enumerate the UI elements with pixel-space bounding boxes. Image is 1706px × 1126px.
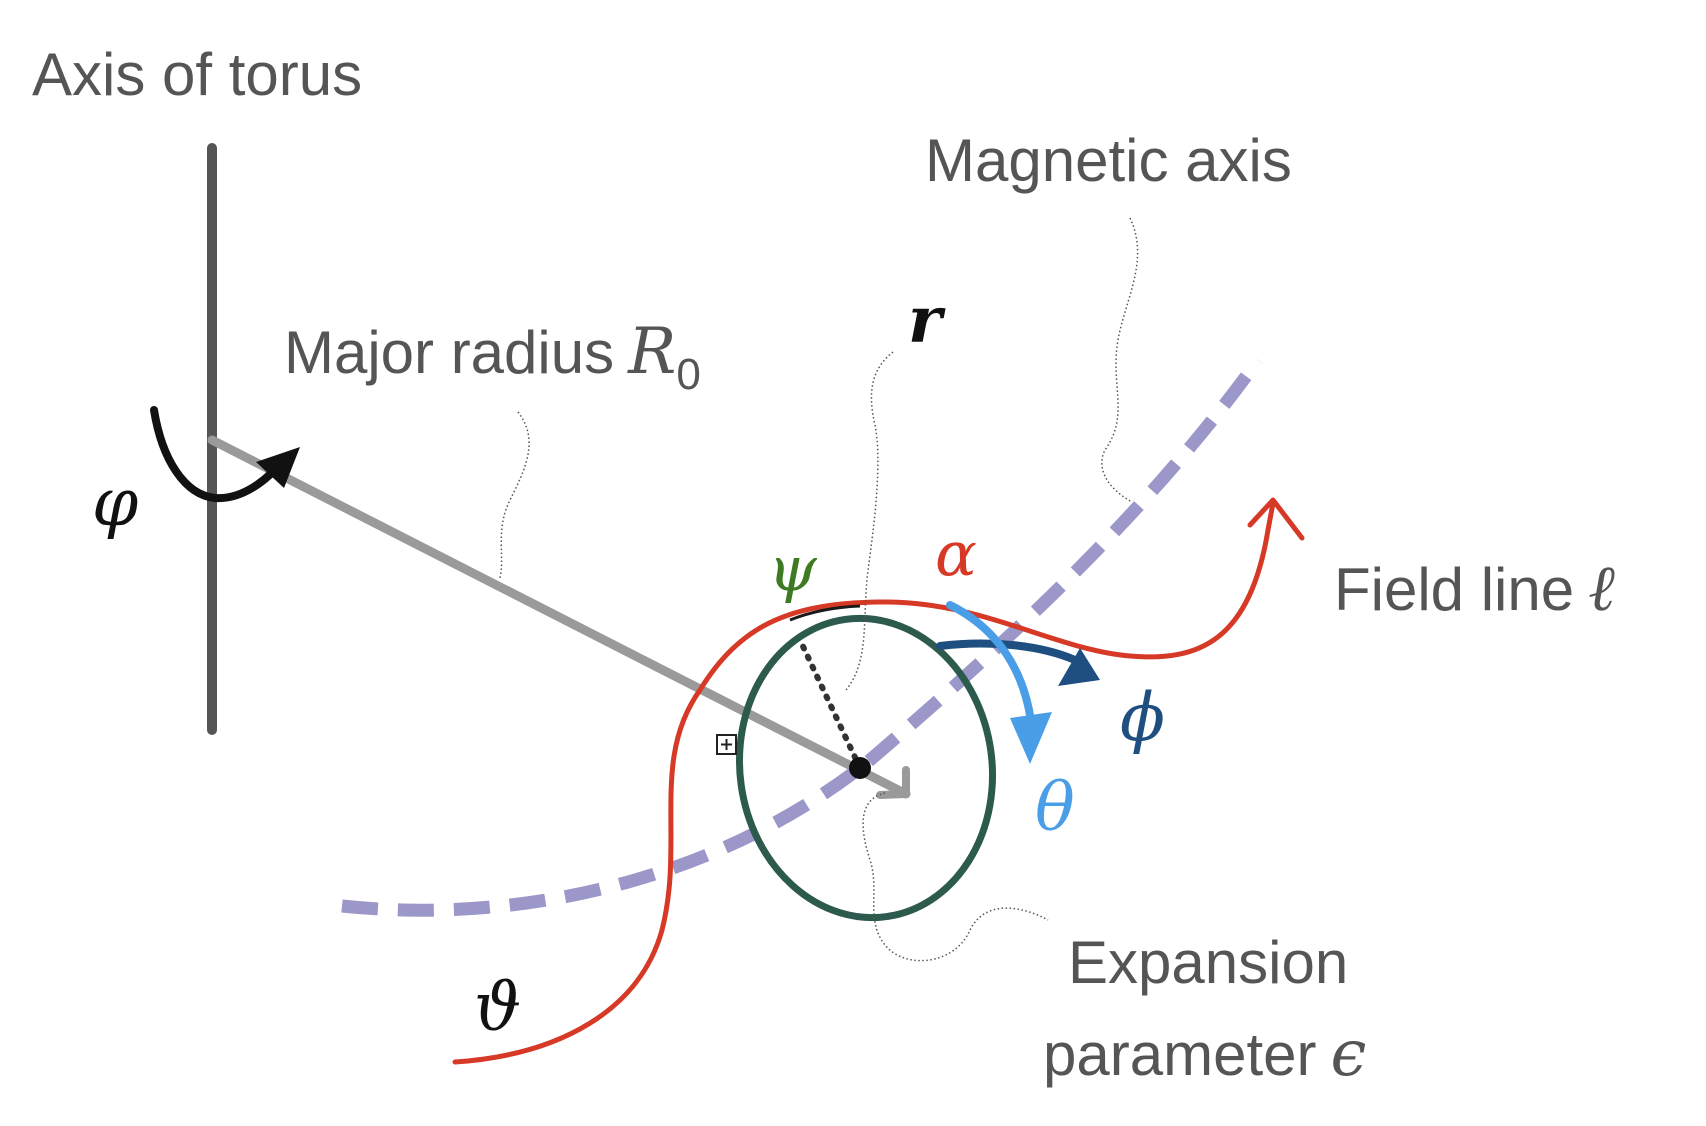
- field-line-arrowhead: [1247, 497, 1305, 541]
- leader-r: [845, 351, 894, 691]
- field-line-curve: [452, 500, 1276, 1065]
- theta-arrowhead: [1010, 712, 1052, 764]
- field-line-text: Field line: [1334, 556, 1574, 623]
- major-radius-symbol: R: [627, 315, 676, 389]
- magnetic-axis-point: [849, 757, 871, 779]
- psi-symbol: ψ: [768, 532, 818, 605]
- phi-symbol: ϕ: [1120, 679, 1165, 756]
- leader-magnetic-axis: [1101, 217, 1139, 503]
- magnetic-axis-curve: [341, 356, 1264, 917]
- magnetic-axis-label: Magnetic axis: [925, 127, 1292, 194]
- expansion-text: parameter: [1043, 1021, 1316, 1088]
- vartheta-symbol: ϑ: [474, 969, 521, 1046]
- expansion-label-line1: Expansion: [1068, 929, 1348, 996]
- expansion-symbol: ϵ: [1330, 1017, 1366, 1091]
- major-radius-subscript: 0: [676, 350, 700, 399]
- leader-expansion: [862, 792, 1049, 962]
- varphi-rotation-arrow: [150, 406, 289, 503]
- theta-symbol: θ: [1035, 769, 1075, 846]
- theta-arrow: [946, 601, 1034, 719]
- field-line-symbol: ℓ: [1588, 552, 1615, 626]
- minor-radius-dotted: [797, 637, 863, 771]
- major-radius-arrow: [207, 435, 911, 799]
- phi-arrowhead: [1058, 648, 1100, 686]
- flux-surface-circle: [735, 614, 997, 922]
- r-symbol: r: [908, 283, 946, 358]
- varphi-symbol: φ: [92, 464, 138, 541]
- phi-arrow: [936, 639, 1079, 664]
- psi-tangent-stroke: [789, 604, 861, 622]
- major-radius-arrowhead: [876, 766, 910, 799]
- square-marker-icon: [716, 734, 737, 755]
- major-radius-text: Major radius: [284, 319, 614, 386]
- alpha-symbol: α: [935, 517, 977, 590]
- varphi-arrowhead: [256, 447, 300, 488]
- leader-major-radius: [499, 411, 530, 579]
- axis-of-torus-label: Axis of torus: [32, 41, 362, 108]
